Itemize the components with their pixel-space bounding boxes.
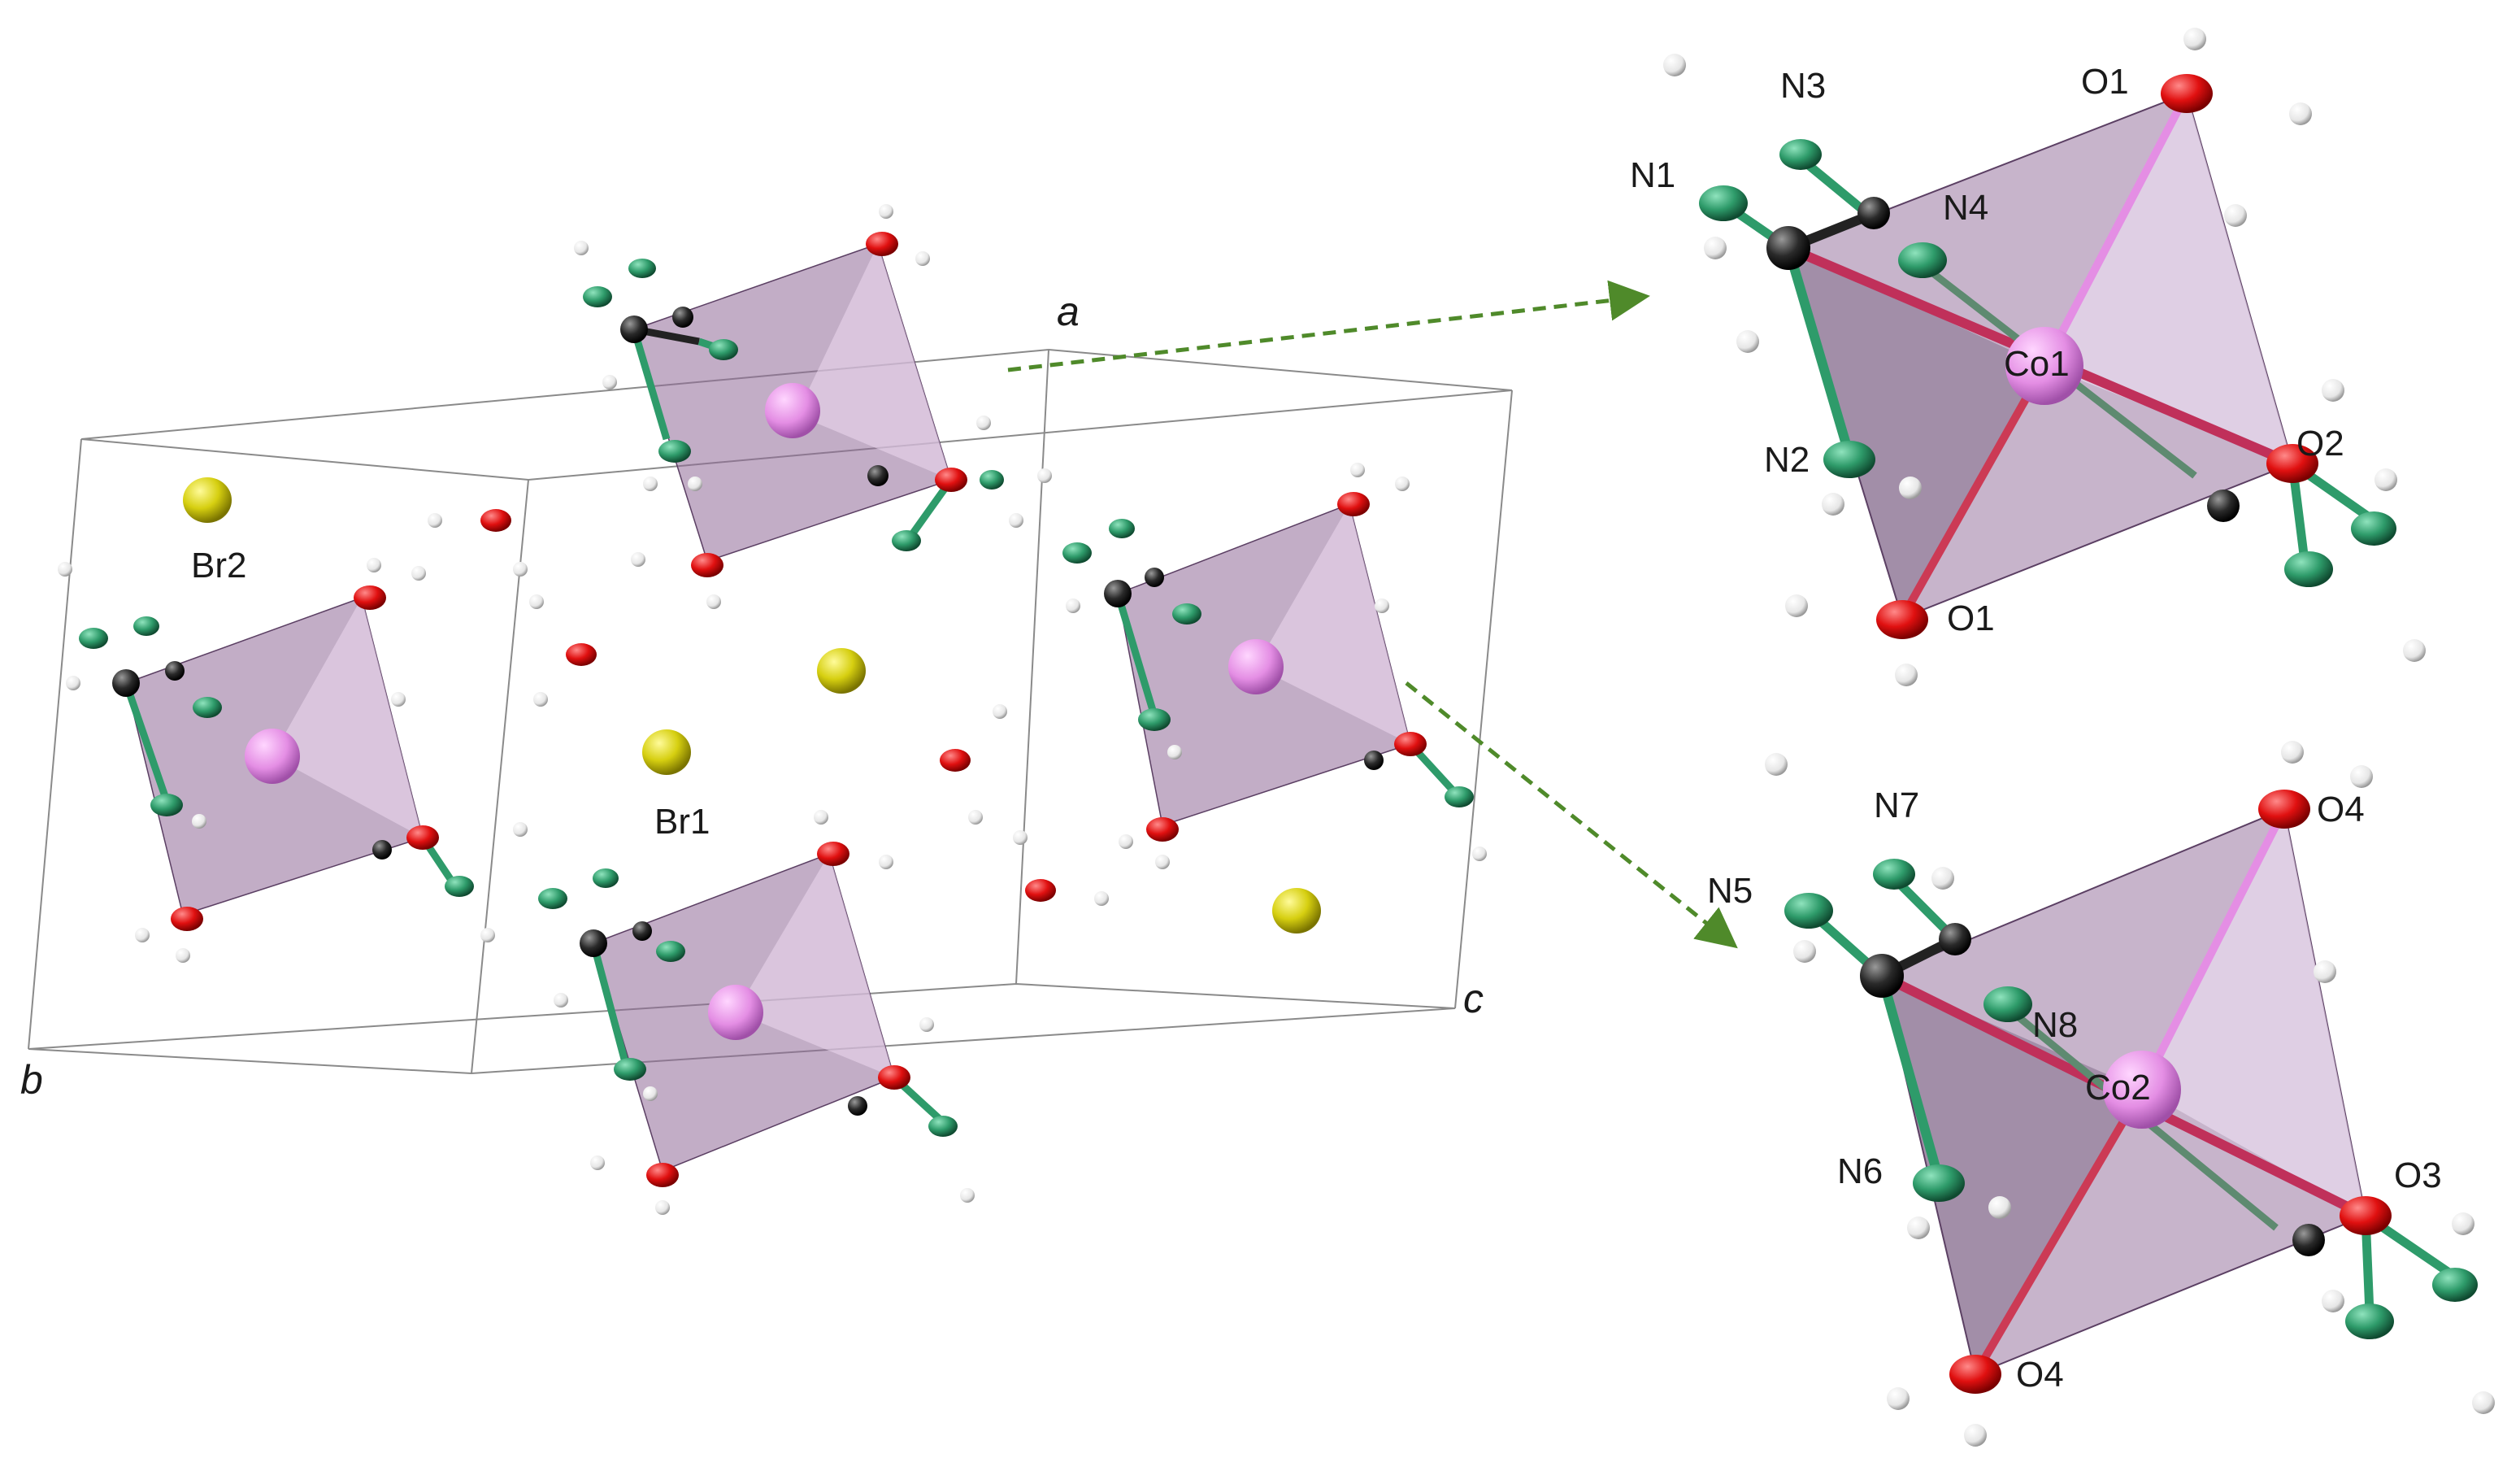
axis-label-b: b [20,1057,43,1103]
octahedron-face [272,598,423,838]
lattice-water [428,509,1109,906]
octahedron-face [1788,248,2044,618]
complex-bottom-center [513,810,975,1215]
callout-arrows [1007,280,1738,949]
label-n7: N7 [1874,786,1919,825]
label-n5: N5 [1707,871,1753,911]
bromide [817,648,866,694]
label-co2: Co2 [2085,1068,2151,1108]
co2-coordination-view [1765,741,2495,1447]
octahedron-face [797,244,951,480]
complex-left [58,558,495,963]
axis-label-a: a [1057,289,1080,334]
label-n8: N8 [2032,1005,2078,1045]
octahedron-face [2142,809,2366,1216]
bromide-br2 [183,477,232,523]
bromide-br1 [642,729,691,775]
co1-coordination-view [1663,28,2426,686]
axis-label-c: c [1463,976,1484,1021]
label-o4-bottom: O4 [2016,1355,2064,1395]
label-o1-top: O1 [2081,62,2129,102]
octahedron-face [2044,94,2292,463]
octahedron-face [1256,504,1410,744]
label-n3: N3 [1780,66,1826,106]
label-o3: O3 [2394,1155,2442,1195]
arrow-to-co1-view [1007,280,1650,372]
label-n1: N1 [1630,155,1675,195]
label-o1-bottom: O1 [1947,598,1995,638]
arrow-to-co2-view [1405,681,1738,949]
label-br1: Br1 [654,802,710,842]
octahedron-face [736,854,894,1077]
bromide-anions [183,477,1321,934]
complex-top-center [574,204,1023,609]
label-o4-top: O4 [2317,790,2365,829]
label-n4: N4 [1943,188,1988,228]
complex-right [1037,463,1487,869]
label-n2: N2 [1764,440,1810,480]
label-n6: N6 [1837,1151,1883,1191]
label-br2: Br2 [191,546,246,585]
label-co1: Co1 [2004,344,2070,384]
label-o2: O2 [2296,424,2344,463]
bromide [1272,888,1321,934]
